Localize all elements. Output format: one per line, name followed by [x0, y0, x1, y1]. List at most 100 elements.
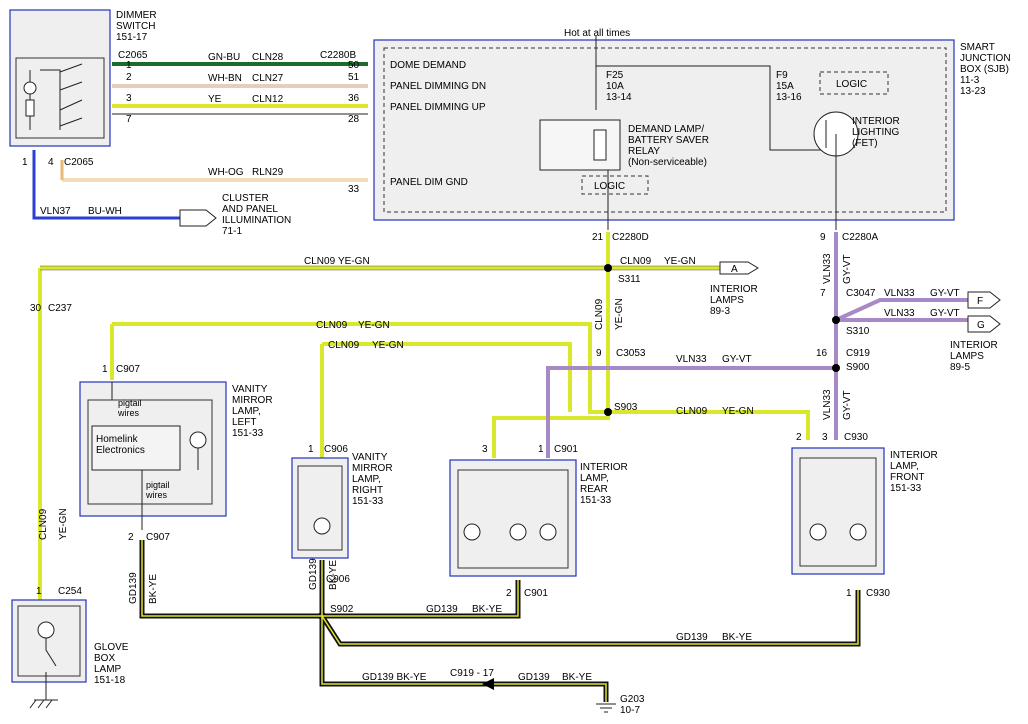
ilamps2-l1: INTERIOR	[950, 340, 998, 351]
ilr-l2: LAMP,	[580, 473, 609, 484]
c930a-name: C930	[844, 432, 868, 443]
c906a-name: C906	[324, 444, 348, 455]
splice-dots	[318, 264, 840, 620]
cln09-front-circuit: CLN09	[676, 406, 708, 417]
cln09-a-color: YE-GN	[664, 256, 696, 267]
vmr-l3: LAMP,	[352, 474, 381, 485]
f25-name: F25	[606, 70, 624, 81]
conn-a: A	[731, 264, 738, 275]
c901a-pin3: 3	[482, 444, 488, 455]
f9-amp: 15A	[776, 81, 794, 92]
c254-name: C254	[58, 586, 82, 597]
sjb-line5: 13-23	[960, 86, 986, 97]
cluster-l2: AND PANEL	[222, 204, 278, 215]
ilamps1-l2: LAMPS	[710, 295, 744, 306]
w1-label: DOME DEMAND	[390, 60, 466, 71]
pigtail-bot-l1: pigtail	[146, 480, 170, 490]
c930a-pin3: 3	[822, 432, 828, 443]
conn-g-shape	[967, 315, 1001, 333]
vln37-color: BU-WH	[88, 206, 122, 217]
glove-l1: GLOVE	[94, 642, 129, 653]
dimmer-pin4: 4	[48, 157, 54, 168]
vmr-l2: MIRROR	[352, 463, 393, 474]
dimmer-wires	[60, 62, 368, 182]
gd-left-circuit: GD139	[128, 572, 139, 604]
w3b-pin-right: 28	[348, 114, 360, 125]
c901b-pin: 2	[506, 588, 512, 599]
w2-pin-right: 51	[348, 72, 360, 83]
w4-pin-right: 33	[348, 184, 360, 195]
gd-bottom-color: BK-YE	[562, 672, 592, 683]
cluster-l1: CLUSTER	[222, 193, 269, 204]
f9-name: F9	[776, 70, 788, 81]
cln09-front-color: YE-GN	[722, 406, 754, 417]
sjb-line4: 11-3	[960, 75, 980, 86]
vln33-mid-circuit: VLN33	[676, 354, 707, 365]
w4-color: WH-OG	[208, 167, 244, 178]
c919-name: C919	[846, 348, 870, 359]
gd-rear-circuit: GD139	[426, 604, 458, 615]
ilr-l4: 151-33	[580, 495, 612, 506]
c2280a-pin: 9	[820, 232, 826, 243]
pigtail-top-l1: pigtail	[118, 398, 142, 408]
c2280a-name: C2280A	[842, 232, 878, 243]
vln33-mid-color: GY-VT	[722, 354, 752, 365]
dimmer-title: DIMMER	[116, 10, 157, 21]
c907b-name: C907	[146, 532, 170, 543]
logic-fet: LOGIC	[836, 79, 867, 90]
w2-label: PANEL DIMMING DN	[390, 81, 486, 92]
w3-circuit: CLN12	[252, 94, 284, 105]
vmr-l4: RIGHT	[352, 485, 383, 496]
pigtail-bot-l2: wires	[145, 490, 168, 500]
w3-pin-left: 3	[126, 93, 132, 104]
ilamps1-l3: 89-3	[710, 306, 730, 317]
vmr-l5: 151-33	[352, 496, 384, 507]
cln09-mid-color: YE-GN	[358, 320, 390, 331]
c906b-name: C906	[326, 574, 350, 585]
conn-g: G	[977, 320, 985, 331]
glove-box-lamp	[11, 599, 87, 709]
ilf-l4: 151-33	[890, 483, 922, 494]
ilr-l3: REAR	[580, 484, 608, 495]
dimmer-switch	[9, 9, 111, 147]
vert-yegn-mid: YE-GN	[614, 298, 625, 330]
dimmer-title2: SWITCH	[116, 21, 155, 32]
c906a-pin: 1	[308, 444, 314, 455]
gd-bottom-left: GD139 BK-YE	[362, 672, 427, 683]
vert-vln33-low: VLN33	[822, 389, 833, 420]
c3053-pin: 9	[596, 348, 602, 359]
vln37-wire	[32, 150, 217, 227]
vert-yegn-left: YE-GN	[58, 508, 69, 540]
f-color: GY-VT	[930, 288, 960, 299]
vmr-l1: VANITY	[352, 452, 388, 463]
c2280d-name: C2280D	[612, 232, 649, 243]
cln09-mid-circuit: CLN09	[316, 320, 348, 331]
vanity-left-box	[79, 381, 227, 530]
sjb-line2: JUNCTION	[960, 53, 1011, 64]
s903: S903	[614, 402, 638, 413]
cln09-low-circuit: CLN09	[328, 340, 360, 351]
s900: S900	[846, 362, 870, 373]
ilf-l1: INTERIOR	[890, 450, 938, 461]
c930a-pin2: 2	[796, 432, 802, 443]
c2065-lower: C2065	[64, 157, 94, 168]
c3047-name: C3047	[846, 288, 876, 299]
vert-cln09-mid: CLN09	[594, 298, 605, 330]
cln09-top-circuit: CLN09	[304, 256, 336, 267]
f9-ref: 13-16	[776, 92, 802, 103]
g-color: GY-VT	[930, 308, 960, 319]
c901b-name: C901	[524, 588, 548, 599]
vml-l5: 151-33	[232, 428, 264, 439]
c237-pin: 30	[30, 303, 42, 314]
relay-l4: (Non-serviceable)	[628, 157, 707, 168]
fet-l1: INTERIOR	[852, 116, 900, 127]
ilamps1-l1: INTERIOR	[710, 284, 758, 295]
gd-front-circuit: GD139	[676, 632, 708, 643]
ilf-l3: FRONT	[890, 472, 924, 483]
w1-circuit: CLN28	[252, 52, 284, 63]
vert-gyvt-top: GY-VT	[842, 254, 853, 284]
w3b-pin-left: 7	[126, 114, 132, 125]
c919-pin: 16	[816, 348, 828, 359]
w1-pin-left: 1	[126, 60, 132, 71]
